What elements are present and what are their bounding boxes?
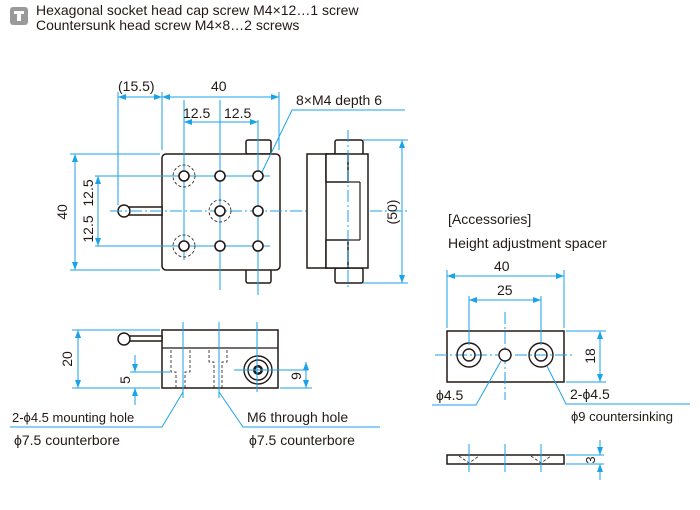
hole-grid [172,164,264,258]
spacer-countersink-callout: 2-ϕ4.5 [570,386,610,402]
dim-step: 5 [117,376,133,384]
dim-pitch-a: 12.5 [183,105,210,121]
spacer-center-hole-callout: ϕ4.5 [436,387,464,403]
dim-spacer-thickness: 3 [583,456,598,463]
mounting-hole-callout: 2-ϕ4.5 mounting hole [12,410,134,425]
dim-width: 40 [211,78,227,94]
dim-front-height: 20 [59,351,75,367]
accessories: [Accessories] Height adjustment spacer 4… [432,211,690,480]
included-screw-line-1: Hexagonal socket head cap screw M4×12…1 … [36,2,359,18]
parts-note: Hexagonal socket head cap screw M4×12…1 … [10,3,359,33]
accessories-title: [Accessories] [448,211,531,227]
dim-vpitch-a: 12.5 [80,179,96,206]
screw-icon [10,7,28,25]
dim-hole-height: 9 [288,372,304,380]
accessories-subtitle: Height adjustment spacer [448,235,607,251]
dim-spacer-pitch: 25 [497,282,513,298]
dim-pitch-b: 12.5 [224,105,251,121]
dim-spacer-height: 18 [582,348,598,364]
front-view: 20 5 9 2-ϕ4.5 mounting hole ϕ7.5 counter… [10,322,380,448]
dim-overall: (50) [384,200,400,225]
top-view: (15.5) 40 12.5 12.5 40 12.5 12.5 8×M4 de… [54,78,410,295]
through-hole-callout: M6 through hole [247,409,348,425]
dim-vpitch-b: 12.5 [80,215,96,242]
through-hole-counterbore: ϕ7.5 counterbore [249,432,355,448]
side-view: (50) [306,130,408,290]
dim-overhang: (15.5) [118,78,155,94]
tapped-hole-callout: 8×M4 depth 6 [296,92,382,108]
dim-height: 40 [54,204,70,220]
mounting-hole-counterbore: ϕ7.5 counterbore [14,432,120,448]
included-screw-line-2: Countersunk head screw M4×8…2 screws [36,17,300,33]
spacer-countersink-size: ϕ9 countersinking [571,409,673,424]
dim-spacer-width: 40 [494,258,510,274]
